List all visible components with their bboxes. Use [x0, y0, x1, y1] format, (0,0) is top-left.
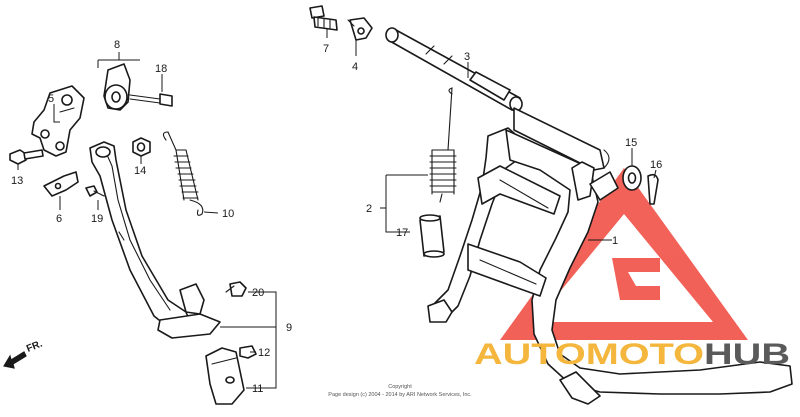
callout-11: 11: [252, 383, 263, 395]
callout-2: 2: [366, 203, 372, 215]
callout-5: 5: [48, 93, 54, 105]
callout-1: 1: [612, 235, 618, 247]
callout-9: 9: [286, 322, 292, 334]
part-1-main-stand: [427, 107, 793, 405]
callout-7: 7: [323, 43, 329, 55]
callout-20: 20: [252, 287, 264, 299]
part-11-pad: [205, 347, 245, 405]
callout-17: 17: [396, 227, 408, 239]
callout-3: 3: [464, 51, 470, 63]
part-8-collar: [103, 63, 131, 111]
callout-14: 14: [134, 165, 146, 177]
part-3-shaft: [385, 27, 523, 112]
part-5-bracket: [31, 85, 85, 157]
part-16-cotter-pin: [647, 173, 659, 205]
callout-13: 13: [11, 175, 23, 187]
part-14-nut: [132, 137, 151, 157]
part-19-bolt: [85, 185, 105, 197]
callout-6: 6: [56, 213, 62, 225]
part-12-rubber: [239, 345, 257, 359]
watermark-word-hub: HUB: [704, 338, 790, 371]
part-17-collar: [419, 214, 445, 258]
copyright-notice: Copyright Page design (c) 2004 - 2014 by…: [328, 384, 472, 398]
callout-10: 10: [222, 208, 234, 220]
part-20-stopper: [225, 281, 247, 297]
callout-15: 15: [625, 137, 637, 149]
copyright-line-1: Copyright: [388, 384, 412, 390]
watermark-logo-triangle: [500, 168, 748, 340]
part-15-washer: [622, 165, 642, 191]
watermark-word-moto: MOTO: [586, 338, 704, 371]
callout-19: 19: [91, 213, 103, 225]
part-13-bolt: [9, 149, 44, 165]
front-direction-arrow: FR.: [3, 338, 44, 369]
callout-18: 18: [155, 63, 167, 75]
leader-lines: [17, 28, 657, 389]
watermark-word-auto: AUTO: [474, 338, 586, 371]
callout-8: 8: [114, 39, 120, 51]
callout-12: 12: [258, 347, 270, 359]
part-18-bolt: [129, 93, 173, 107]
callout-16: 16: [650, 159, 662, 171]
callout-4: 4: [352, 61, 358, 73]
part-6-plate: [43, 171, 79, 197]
direction-label: FR.: [25, 338, 44, 354]
part-9-foot-plate: [157, 283, 221, 339]
part-2-spring: [429, 87, 457, 203]
copyright-line-2: Page design (c) 2004 - 2014 by ARI Netwo…: [328, 392, 472, 398]
callout-numbers: 1 2 3 4 5 6 7 8 9 10 11 12 13 14 15 16 1…: [11, 39, 662, 395]
part-10-spring: [162, 131, 204, 216]
part-7-bolt: [309, 5, 338, 31]
part-4-clip: [347, 17, 373, 41]
